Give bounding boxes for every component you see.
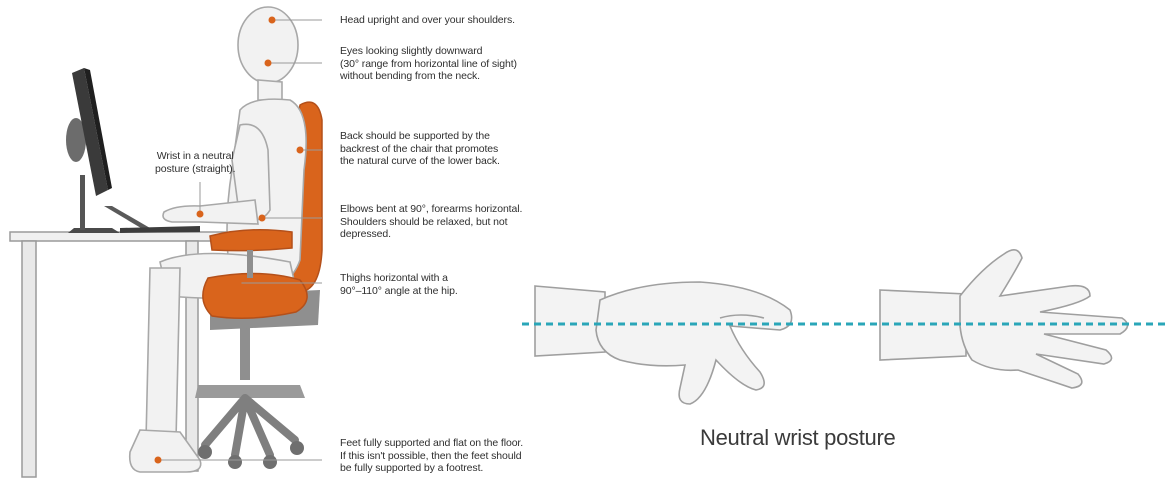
head-note: Head upright and over your shoulders. xyxy=(340,14,515,27)
eyes-note: Eyes looking slightly downward (30° rang… xyxy=(340,45,517,83)
hand-top-view xyxy=(880,250,1128,388)
feet-note: Feet fully supported and flat on the flo… xyxy=(340,437,523,475)
neutral-wrist-caption: Neutral wrist posture xyxy=(700,425,895,451)
wrist-note: Wrist in a neutral posture (straight). xyxy=(155,150,235,175)
back-note: Back should be supported by the backrest… xyxy=(340,130,500,168)
seated-posture-figure xyxy=(10,7,322,477)
elbows-note: Elbows bent at 90°, forearms horizontal.… xyxy=(340,203,522,241)
hand-side-view xyxy=(535,282,792,404)
neutral-wrist-figure xyxy=(522,250,1168,404)
thighs-note: Thighs horizontal with a 90°–110° angle … xyxy=(340,272,458,297)
